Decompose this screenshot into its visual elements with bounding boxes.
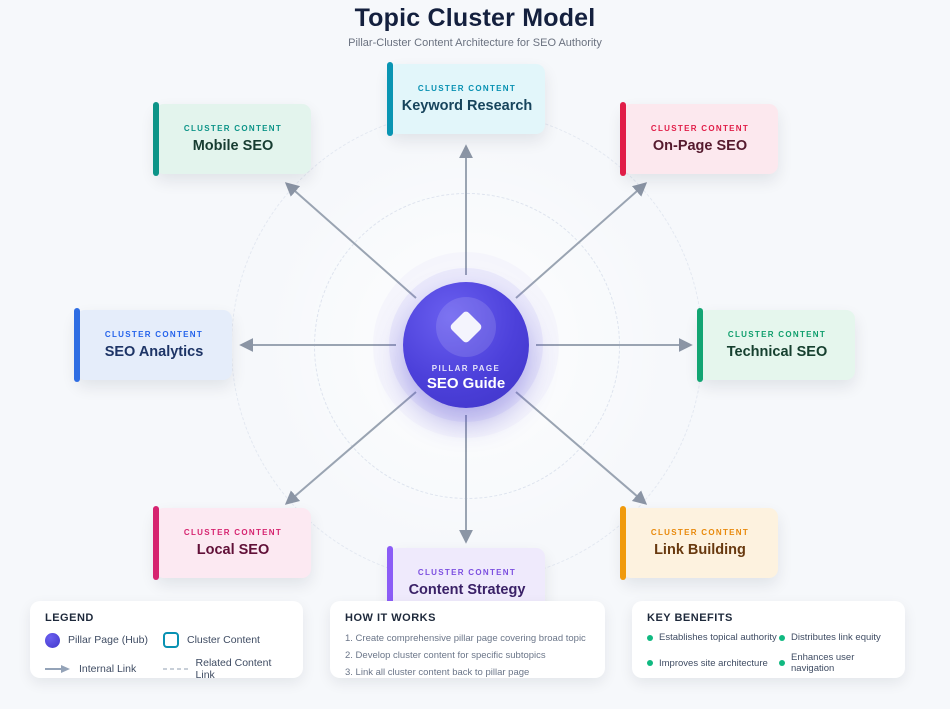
cluster-card-title: Keyword Research xyxy=(401,98,533,114)
legend-item-internal-link: Internal Link xyxy=(45,657,163,681)
cluster-card-title: SEO Analytics xyxy=(104,344,204,360)
how-it-works-steps: 1. Create comprehensive pillar page cove… xyxy=(345,632,590,679)
step-item: 1. Create comprehensive pillar page cove… xyxy=(345,633,586,644)
key-benefits-grid: Establishes topical authority Distribute… xyxy=(647,632,890,674)
legend-item-related-link: Related Content Link xyxy=(163,657,288,681)
cluster-card-title: Technical SEO xyxy=(726,344,828,360)
step-item: 2. Develop cluster content for specific … xyxy=(345,649,546,661)
related-content-dash-icon xyxy=(163,668,188,670)
benefit-dot-icon xyxy=(779,660,785,666)
benefit-item: Establishes topical authority xyxy=(647,632,779,643)
cluster-card-title: On-Page SEO xyxy=(652,138,748,154)
cluster-card-link-building[interactable]: CLUSTER CONTENT Link Building xyxy=(620,506,778,580)
hub-label: PILLAR PAGE xyxy=(431,364,501,373)
key-benefits-title: KEY BENEFITS xyxy=(647,612,733,624)
legend-item-pillar: Pillar Page (Hub) xyxy=(45,632,163,648)
benefit-label: Improves site architecture xyxy=(659,657,768,669)
cluster-card-title: Local SEO xyxy=(196,542,270,558)
pillar-hub-icon xyxy=(45,632,60,648)
legend-item-label: Related Content Link xyxy=(195,657,272,681)
benefit-dot-icon xyxy=(647,634,653,641)
cluster-card-label: CLUSTER CONTENT xyxy=(183,528,283,537)
cluster-card-label: CLUSTER CONTENT xyxy=(727,330,827,339)
legend-item-cluster: Cluster Content xyxy=(163,632,288,648)
cluster-card-mobile-seo[interactable]: CLUSTER CONTENT Mobile SEO xyxy=(153,102,311,176)
cluster-card-technical-seo[interactable]: CLUSTER CONTENT Technical SEO xyxy=(697,308,855,382)
cluster-card-label: CLUSTER CONTENT xyxy=(183,124,283,133)
diamond-icon xyxy=(449,310,483,344)
cluster-card-seo-analytics[interactable]: CLUSTER CONTENT SEO Analytics xyxy=(74,308,232,382)
cluster-card-title: Mobile SEO xyxy=(192,138,274,154)
benefit-dot-icon xyxy=(647,660,653,666)
legend-item-label: Pillar Page (Hub) xyxy=(68,634,148,646)
cluster-card-label: CLUSTER CONTENT xyxy=(104,330,204,339)
internal-link-arrow-icon xyxy=(45,665,70,673)
legend-grid: Pillar Page (Hub) Cluster Content Intern… xyxy=(45,632,288,681)
legend-title: LEGEND xyxy=(45,612,94,624)
pillar-page-hub[interactable]: PILLAR PAGE SEO Guide xyxy=(403,282,529,408)
benefit-label: Establishes topical authority xyxy=(659,632,777,643)
dashed-ring-inner xyxy=(314,193,620,499)
hub-inner-circle xyxy=(436,297,496,357)
cluster-card-on-page-seo[interactable]: CLUSTER CONTENT On-Page SEO xyxy=(620,102,778,176)
how-it-works-panel: HOW IT WORKS 1. Create comprehensive pil… xyxy=(330,601,605,678)
benefit-dot-icon xyxy=(779,634,785,641)
benefit-item: Distributes link equity xyxy=(779,632,890,643)
page-title: Topic Cluster Model xyxy=(354,4,596,32)
benefit-label: Enhances user navigation xyxy=(791,652,855,674)
cluster-card-keyword-research[interactable]: CLUSTER CONTENT Keyword Research xyxy=(387,62,545,136)
page-subtitle: Pillar-Cluster Content Architecture for … xyxy=(348,37,602,49)
cluster-card-title: Content Strategy xyxy=(408,582,526,598)
how-it-works-title: HOW IT WORKS xyxy=(345,612,436,624)
cluster-card-label: CLUSTER CONTENT xyxy=(417,568,517,577)
cluster-card-label: CLUSTER CONTENT xyxy=(650,124,750,133)
cluster-card-local-seo[interactable]: CLUSTER CONTENT Local SEO xyxy=(153,506,311,580)
step-item: 3. Link all cluster content back to pill… xyxy=(345,666,530,678)
header: Topic Cluster Model Pillar-Cluster Conte… xyxy=(0,4,950,49)
cluster-card-title: Link Building xyxy=(654,542,746,558)
legend-item-label: Internal Link xyxy=(79,663,137,675)
legend-panel: LEGEND Pillar Page (Hub) Cluster Content… xyxy=(30,601,303,681)
cluster-card-label: CLUSTER CONTENT xyxy=(650,528,750,537)
benefit-item: Enhances user navigation xyxy=(779,652,890,674)
cluster-content-icon xyxy=(163,632,179,648)
cluster-card-label: CLUSTER CONTENT xyxy=(417,84,517,93)
benefit-label: Distributes link equity xyxy=(791,632,881,643)
key-benefits-panel: KEY BENEFITS Establishes topical authori… xyxy=(632,601,905,678)
hub-title: SEO Guide xyxy=(426,375,506,392)
benefit-item: Improves site architecture xyxy=(647,652,779,674)
legend-item-label: Cluster Content xyxy=(187,634,260,646)
